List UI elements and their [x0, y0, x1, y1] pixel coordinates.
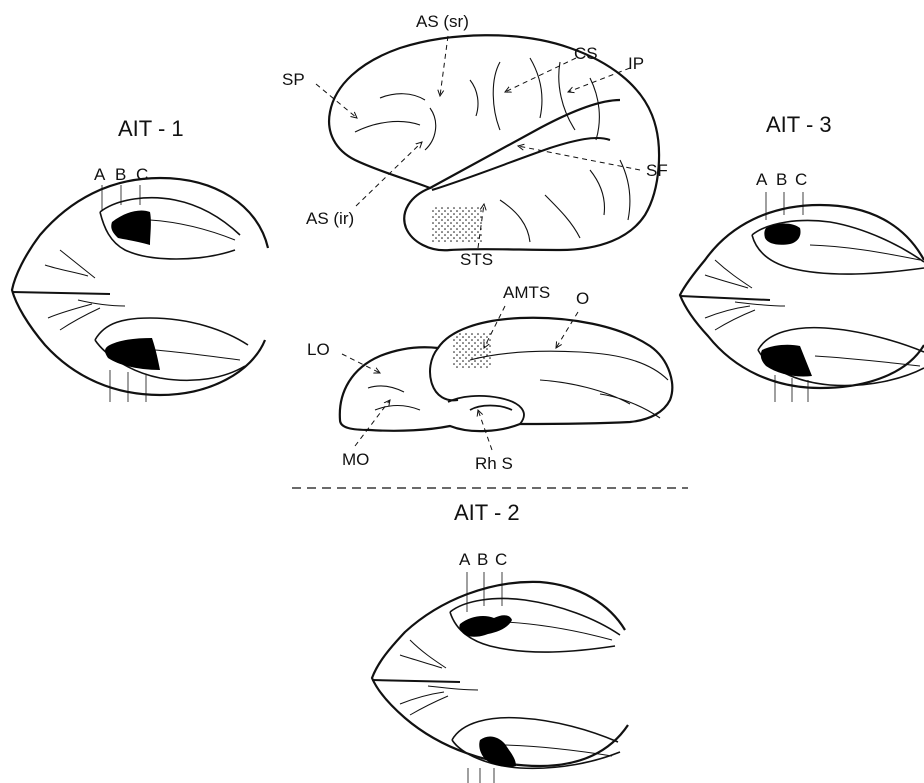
ventral-brain-rhinal-structures: [448, 396, 524, 424]
arrow-amts: [484, 306, 505, 348]
ventral-brain: [340, 318, 672, 431]
ait2-brain: [372, 572, 628, 783]
lateral-brain-outline: [329, 35, 659, 250]
arrow-ip: [568, 68, 630, 92]
arrow-sf: [518, 146, 640, 170]
ait2-column-a: A: [459, 550, 472, 569]
label-sts: STS: [460, 250, 494, 269]
ait1-brain: [12, 178, 268, 402]
arrow-rhs: [478, 410, 492, 450]
ait3-title: AIT - 3: [766, 112, 832, 137]
arrow-o: [556, 312, 578, 348]
ait1-midline: [12, 292, 110, 294]
ait3-midline: [680, 296, 770, 300]
ait2-column-b: B: [477, 550, 490, 569]
label-sf: SF: [646, 161, 668, 180]
ait1-upper-lobe: [100, 198, 240, 259]
ait3-column-lines: [766, 192, 808, 402]
arrow-mo: [355, 400, 390, 446]
ait2-outline: [372, 582, 628, 766]
label-as-sr: AS (sr): [416, 12, 469, 31]
arrow-cs: [505, 58, 576, 92]
ait2-upper-lobe: [450, 599, 620, 653]
ait3-column-a: A: [756, 170, 769, 189]
ait1-column-a: A: [94, 165, 107, 184]
ait1-lesion-lower: [105, 338, 160, 370]
lateral-brain-sulci: [355, 58, 630, 242]
lateral-brain: [329, 35, 659, 250]
ait3-column-b: B: [776, 170, 789, 189]
label-o: O: [576, 289, 590, 308]
label-ip: IP: [628, 54, 645, 73]
ait3-upper-lobe: [752, 221, 924, 275]
label-mo: MO: [342, 450, 370, 469]
ait1-title: AIT - 1: [118, 116, 184, 141]
ait2-lesion-upper: [459, 615, 512, 637]
arrow-lo: [342, 354, 380, 373]
ait3-sulci: [705, 245, 920, 366]
ait1-sulci: [45, 220, 240, 360]
ventral-brain-temporal-pole: [430, 348, 458, 400]
ventral-brain-outline: [340, 318, 672, 431]
ventral-brain-lesion-stipple: [452, 332, 492, 368]
ait1-lesion-upper: [111, 210, 151, 245]
ait2-title: AIT - 2: [454, 500, 520, 525]
ventral-brain-sulci: [368, 351, 668, 418]
ait3-column-c: C: [795, 170, 809, 189]
ait2-midline: [372, 680, 460, 682]
ait1-column-lines: [102, 185, 146, 402]
label-rhs: Rh S: [475, 454, 513, 473]
ait2-lower-lobe: [452, 718, 620, 769]
ait3-lesion-lower: [760, 344, 812, 377]
ait2-sulci: [400, 622, 612, 756]
ait3-brain: [680, 192, 924, 402]
label-lo: LO: [307, 340, 330, 359]
ait2-lesion-lower: [479, 736, 516, 767]
lateral-brain-lesion-stipple: [432, 206, 482, 242]
ait3-outline: [680, 205, 924, 388]
arrow-as-ir: [356, 142, 422, 206]
ait3-lesion-upper: [764, 223, 801, 245]
arrow-sp: [316, 84, 357, 118]
ait1-outline: [12, 178, 268, 395]
arrow-as-sr: [440, 36, 448, 96]
lateral-brain-sylvian-fissure: [432, 138, 610, 190]
ait2-column-c: C: [495, 550, 509, 569]
ait1-column-b: B: [115, 165, 128, 184]
label-sp: SP: [282, 70, 305, 89]
arrow-sts: [478, 204, 484, 248]
lateral-brain-temporal-lobe: [430, 100, 620, 188]
label-amts: AMTS: [503, 283, 551, 302]
label-as-ir: AS (ir): [306, 209, 355, 228]
leader-arrows: [316, 36, 640, 450]
ait2-column-lines: [467, 572, 502, 783]
